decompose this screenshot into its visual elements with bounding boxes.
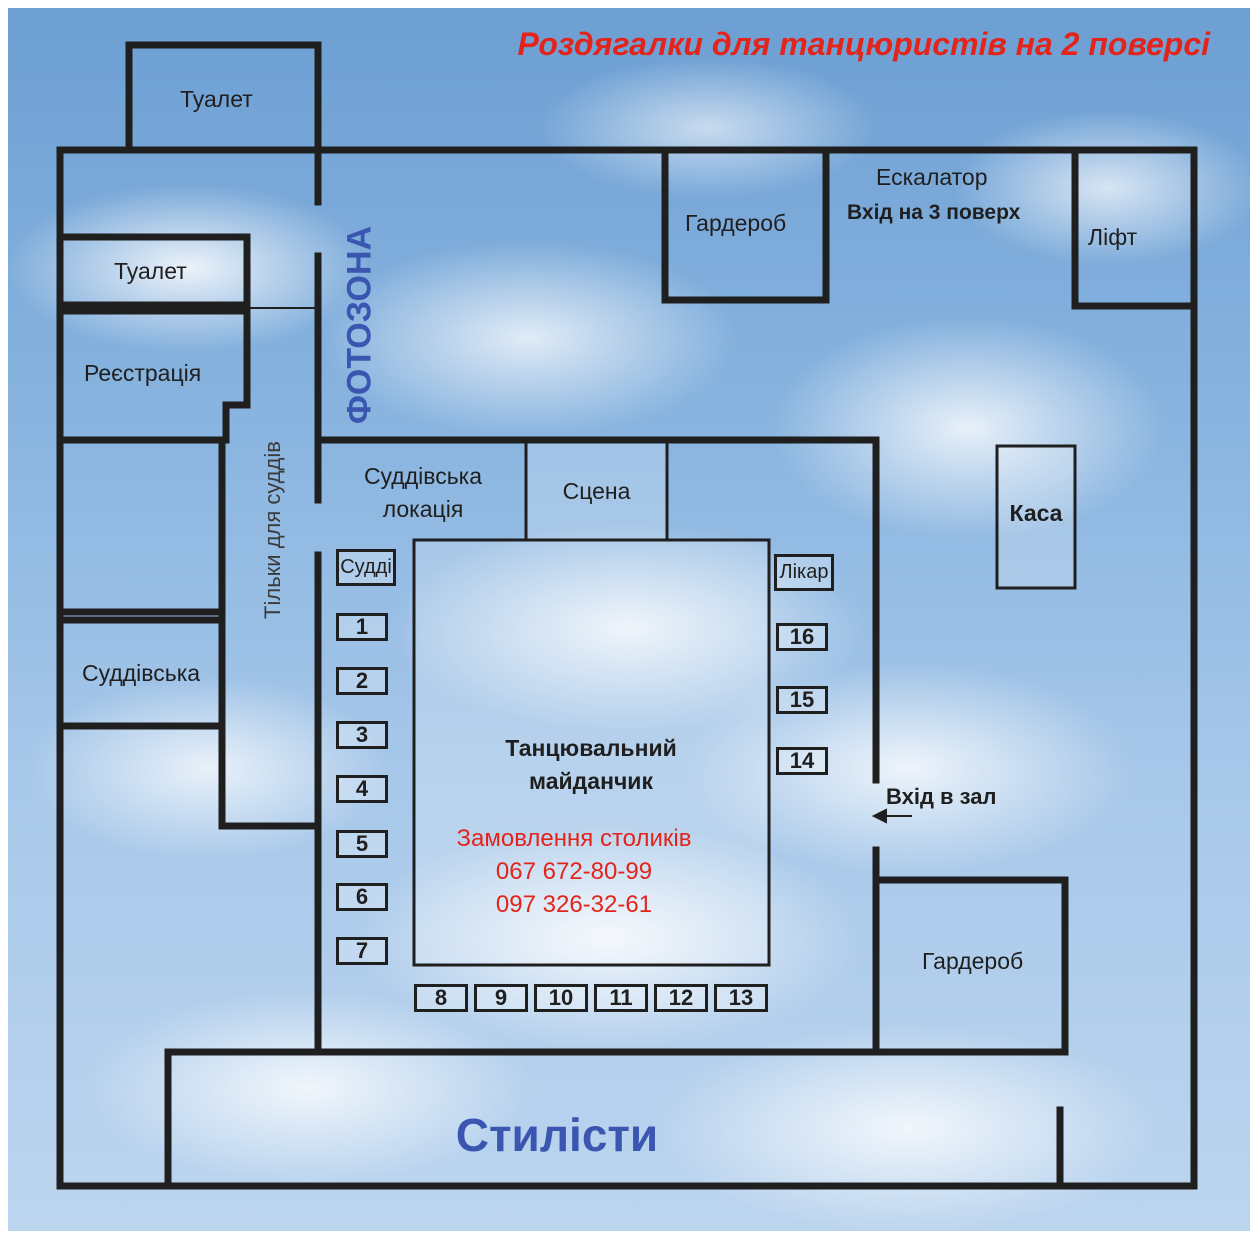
table-left-4: 4	[336, 775, 388, 803]
entrance-third-floor-label: Вхід на 3 поверх	[847, 201, 1021, 224]
table-right-1: 16	[776, 623, 828, 651]
table-left-7: 7	[336, 937, 388, 965]
table-bottom-2: 9	[474, 984, 528, 1012]
table-bottom-4: 11	[594, 984, 648, 1012]
wall-stylists	[164, 1048, 1067, 1190]
table-bottom-3: 10	[534, 984, 588, 1012]
lift-label: Ліфт	[1088, 224, 1138, 250]
wall-left-corridor	[218, 436, 322, 1056]
page-title: Роздягалки для танцюристів на 2 поверсі	[517, 26, 1210, 62]
judges-only-label: Тільки для суддів	[260, 441, 285, 619]
judges-location-line2: локація	[382, 496, 464, 522]
table-left-2: 2	[336, 667, 388, 695]
dance-floor-line1: Танцювальний	[505, 735, 677, 761]
dance-floor-label: Танцювальний майданчик	[505, 732, 677, 798]
doctor-box: Лікар	[774, 554, 834, 591]
table-bottom-1: 8	[414, 984, 468, 1012]
table-bottom-5: 12	[654, 984, 708, 1012]
stage-label: Сцена	[562, 478, 631, 504]
cashier-label: Каса	[1009, 500, 1063, 526]
wall-registration	[56, 307, 251, 444]
table-bottom-6: 13	[714, 984, 768, 1012]
judges-room-label: Суддівська	[82, 660, 201, 686]
judges-box: Судді	[336, 549, 396, 586]
dance-floor-line2: майданчик	[529, 768, 653, 794]
table-left-1: 1	[336, 613, 388, 641]
wall-hall-top	[314, 436, 880, 784]
table-booking-label: Замовлення столиків	[456, 825, 692, 852]
phone-2: 097 326-32-61	[495, 891, 653, 918]
table-right-2: 15	[776, 686, 828, 714]
toilet-left-label: Туалет	[114, 258, 187, 284]
table-booking-info: Замовлення столиків 067 672-80-99 097 32…	[457, 822, 692, 921]
stylists-label: Стилісти	[455, 1109, 659, 1161]
registration-label: Реєстрація	[84, 360, 202, 386]
table-left-3: 3	[336, 721, 388, 749]
wall-toilet-left	[56, 233, 251, 309]
escalator-label: Ескалатор	[876, 164, 988, 190]
entrance-arrow-head	[871, 808, 887, 824]
photozone-label: ФОТОЗОНА	[340, 225, 379, 425]
toilet-top-label: Туалет	[180, 86, 253, 112]
wardrobe-top-label: Гардероб	[685, 210, 787, 236]
dance-floor	[412, 538, 771, 967]
judges-location-label: Суддівська локація	[352, 460, 494, 526]
judges-location-line1: Суддівська	[363, 463, 483, 489]
table-left-5: 5	[336, 830, 388, 858]
wall-toilet-top	[125, 41, 322, 154]
table-left-6: 6	[336, 883, 388, 911]
hall-entrance-label: Вхід в зал	[886, 784, 997, 809]
wall-lift	[1071, 146, 1198, 310]
table-right-3: 14	[776, 747, 828, 775]
cashier-box	[995, 444, 1077, 590]
wardrobe-bottom-label: Гардероб	[922, 948, 1024, 974]
wall-wardrobe-bottom	[872, 876, 1069, 1056]
phone-1: 067 672-80-99	[495, 858, 653, 885]
wall-wardrobe-top	[661, 146, 830, 304]
outer-wall	[56, 146, 1198, 1190]
